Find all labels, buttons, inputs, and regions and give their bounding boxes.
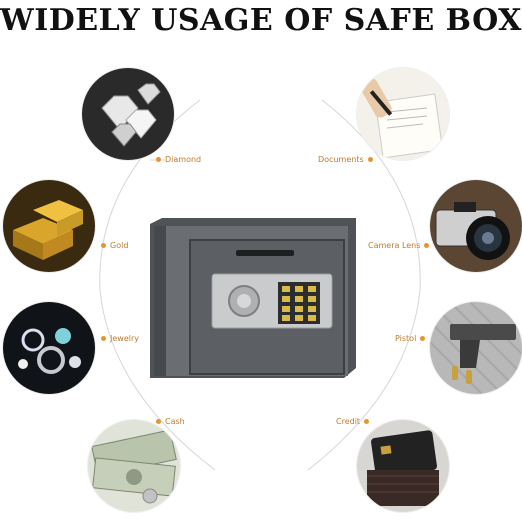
label-jewelry: Jewelry bbox=[101, 334, 139, 343]
label-text: Gold bbox=[110, 241, 129, 250]
camera-icon bbox=[430, 180, 522, 272]
bullet-dot-icon bbox=[364, 419, 370, 424]
gold-bar-icon bbox=[3, 180, 95, 272]
credit-card-icon bbox=[357, 420, 449, 512]
cash-icon bbox=[88, 420, 180, 512]
cash-photo bbox=[88, 420, 180, 512]
label-cash: Cash bbox=[156, 417, 185, 426]
diamond-icon bbox=[82, 68, 174, 160]
jewelry-photo bbox=[3, 302, 95, 394]
pistol-icon bbox=[430, 302, 522, 394]
label-camera-lens: Camera Lens bbox=[368, 241, 430, 250]
pistol-photo bbox=[430, 302, 522, 394]
label-text: Camera Lens bbox=[368, 241, 421, 250]
bullet-dot-icon bbox=[424, 243, 430, 248]
label-text: Cash bbox=[165, 417, 185, 426]
label-gold: Gold bbox=[101, 241, 128, 250]
label-text: Documents bbox=[318, 155, 364, 164]
label-documents: Documents bbox=[318, 155, 373, 164]
label-text: Jewelry bbox=[110, 334, 139, 343]
diamond-photo bbox=[82, 68, 174, 160]
jewelry-icon bbox=[3, 302, 95, 394]
credit-photo bbox=[357, 420, 449, 512]
label-credit: Credit bbox=[336, 417, 370, 426]
camera-photo bbox=[430, 180, 522, 272]
label-text: Pistol bbox=[395, 334, 417, 343]
bullet-dot-icon bbox=[156, 157, 161, 162]
label-pistol: Pistol bbox=[395, 334, 426, 343]
safe-icon bbox=[150, 218, 356, 378]
label-text: Diamond bbox=[165, 155, 202, 164]
bullet-dot-icon bbox=[101, 243, 106, 248]
page-title: WIDELY USAGE OF SAFE BOX bbox=[0, 2, 522, 38]
safe-box-illustration bbox=[150, 218, 356, 378]
bullet-dot-icon bbox=[156, 419, 161, 424]
documents-photo bbox=[357, 68, 449, 160]
bullet-dot-icon bbox=[420, 336, 426, 341]
gold-photo bbox=[3, 180, 95, 272]
bullet-dot-icon bbox=[101, 336, 106, 341]
bullet-dot-icon bbox=[367, 157, 373, 162]
document-icon bbox=[357, 68, 449, 160]
label-diamond: Diamond bbox=[156, 155, 201, 164]
label-text: Credit bbox=[336, 417, 361, 426]
